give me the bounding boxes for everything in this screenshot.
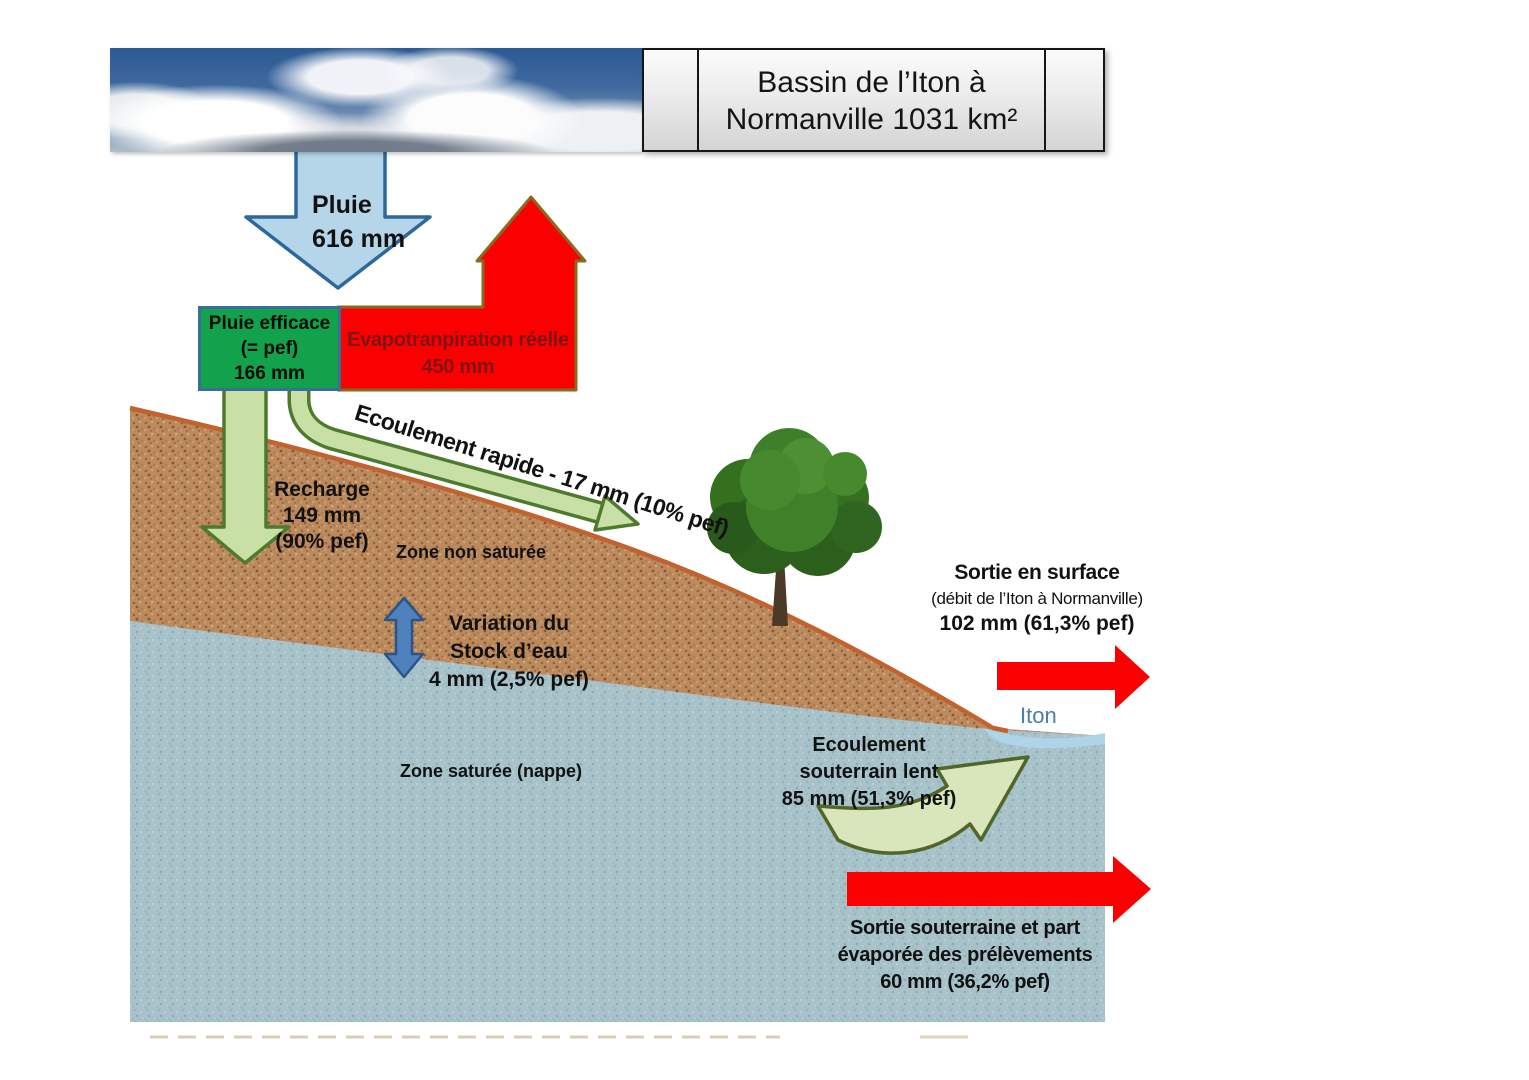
unsaturated-zone-label: Zone non saturée bbox=[396, 542, 547, 562]
river-iton-water bbox=[983, 728, 1105, 749]
title-divider-left bbox=[697, 50, 699, 150]
stock-variation-arrow bbox=[383, 596, 425, 679]
underground-outflow-label: Sortie souterraine et part évaporée des … bbox=[837, 917, 1093, 993]
stock-variation-label: Variation du Stock d’eau 4 mm (2,5% pef) bbox=[429, 612, 589, 691]
rain-label: Pluie 616 mm bbox=[312, 191, 406, 253]
evapotranspiration-label: Evapotranpiration réelle 450 mm bbox=[347, 329, 569, 378]
recharge-label: Recharge 149 mm (90% pef) bbox=[274, 478, 370, 553]
title-line2: Normanville 1031 km² bbox=[725, 103, 1018, 136]
underground-outflow-arrow bbox=[847, 856, 1151, 923]
groundwater-flow-label: Ecoulement souterrain lent 85 mm (51,3% … bbox=[781, 734, 957, 810]
ground-surface-line bbox=[129, 405, 1009, 734]
rapid-runoff-arrow bbox=[287, 389, 640, 532]
rain-arrow bbox=[244, 148, 432, 290]
evapotranspiration-arrow bbox=[336, 195, 587, 392]
title-divider-right bbox=[1044, 50, 1046, 150]
effective-rain-box: Pluie efficace (= pef) 166 mm bbox=[198, 306, 341, 391]
surface-outflow-label: Sortie en surface (débit de l’Iton à Nor… bbox=[931, 561, 1143, 635]
iton-river-label: Iton bbox=[1020, 703, 1057, 728]
recharge-arrow bbox=[200, 387, 291, 565]
saturated-zone-label: Zone saturée (nappe) bbox=[400, 761, 583, 781]
clouds-photo bbox=[110, 48, 642, 152]
title-box: Bassin de l’Iton à Normanville 1031 km² bbox=[642, 48, 1105, 152]
tree bbox=[707, 428, 882, 626]
surface-outflow-arrow bbox=[997, 645, 1150, 709]
page-title: Bassin de l’Iton à Normanville 1031 km² bbox=[699, 58, 1044, 144]
groundwater-flow-arrow bbox=[816, 755, 1030, 855]
title-line1: Bassin de l’Iton à bbox=[757, 66, 986, 99]
groundwater-saturated-zone bbox=[130, 621, 1105, 1022]
